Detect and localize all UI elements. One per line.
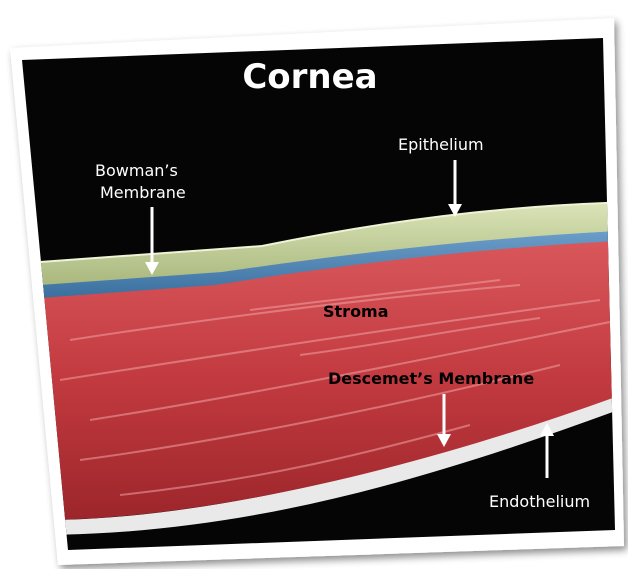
bowman-label-line2: Membrane xyxy=(100,183,186,202)
epithelium-label: Epithelium xyxy=(398,135,484,154)
stroma-label: Stroma xyxy=(323,302,389,321)
diagram-title: Cornea xyxy=(242,57,377,97)
descemet-label: Descemet’s Membrane xyxy=(328,369,534,388)
endothelium-label: Endothelium xyxy=(489,492,590,511)
bowman-label-line1: Bowman’s xyxy=(95,161,178,180)
